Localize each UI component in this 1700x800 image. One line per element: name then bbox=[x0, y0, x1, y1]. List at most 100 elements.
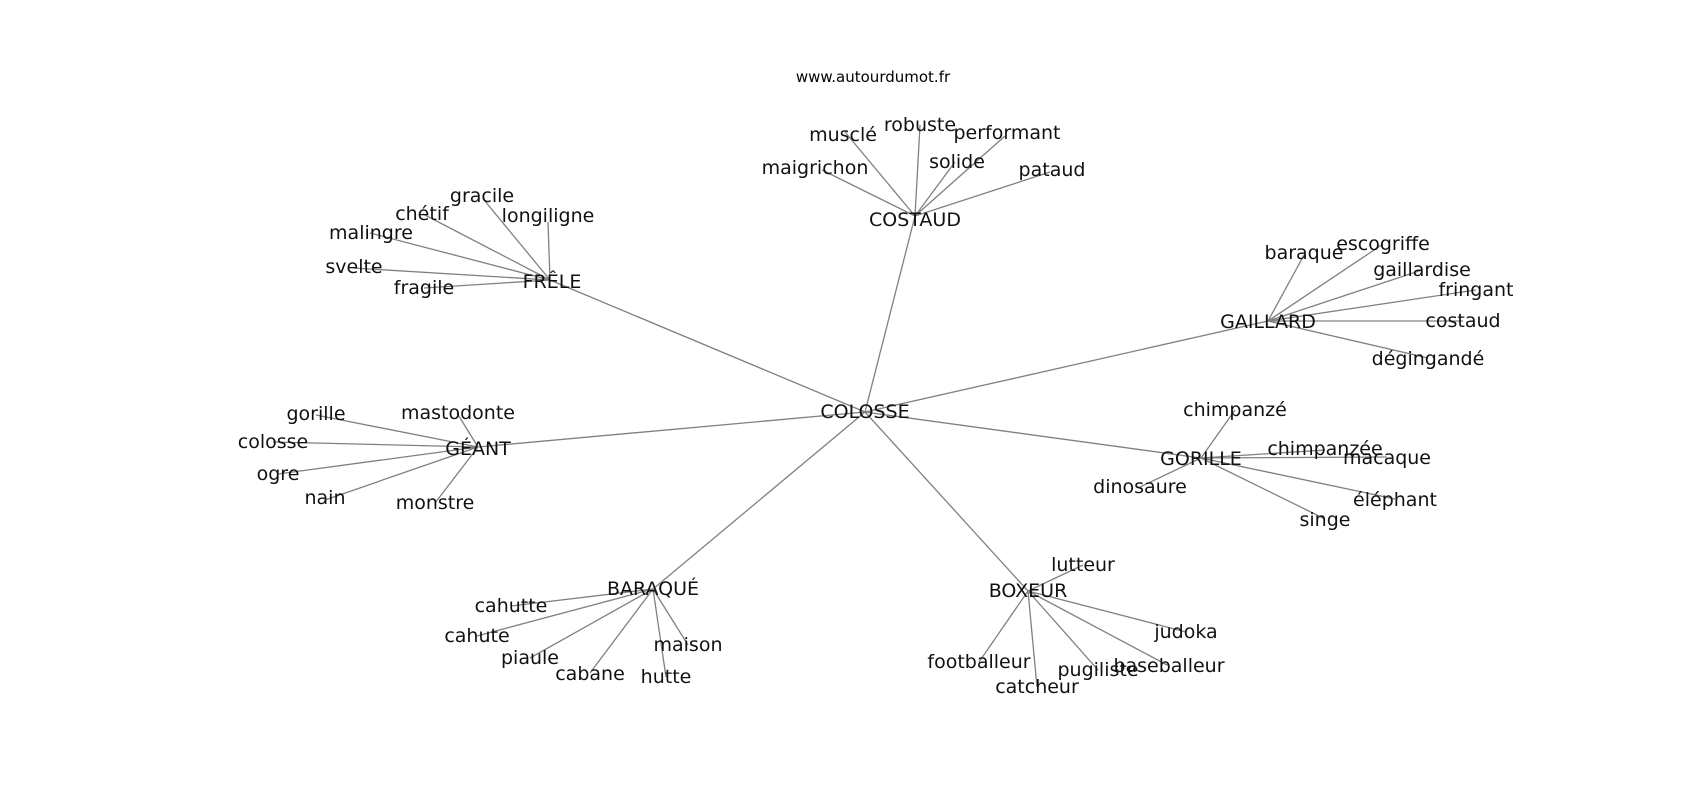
leaf-node-muscle[interactable]: musclé bbox=[809, 124, 877, 146]
edge-frele-longiligne bbox=[547, 221, 551, 281]
edge-gaillard-fringant bbox=[1267, 289, 1477, 322]
leaf-node-robuste[interactable]: robuste bbox=[884, 114, 956, 136]
edge-costaud-muscle bbox=[844, 131, 916, 217]
edge-boxeur-judoka bbox=[1027, 590, 1187, 633]
leaf-node-pataud[interactable]: pataud bbox=[1019, 159, 1086, 181]
leaf-node-lutteur[interactable]: lutteur bbox=[1051, 554, 1115, 576]
leaf-node-singe[interactable]: singe bbox=[1300, 509, 1351, 531]
edge-costaud-robuste bbox=[914, 124, 921, 217]
edge-geant-colosse bbox=[272, 441, 479, 448]
leaf-node-monstre[interactable]: monstre bbox=[396, 492, 475, 514]
leaf-node-costaud[interactable]: costaud bbox=[1425, 310, 1500, 332]
edges-layer bbox=[272, 124, 1477, 688]
root-node-colosse[interactable]: COLOSSE bbox=[820, 401, 909, 423]
edge-gaillard-baraque bbox=[1267, 254, 1305, 322]
leaf-node-fringant[interactable]: fringant bbox=[1438, 279, 1513, 301]
leaf-node-ogre[interactable]: ogre bbox=[257, 463, 300, 485]
leaf-node-chetif[interactable]: chétif bbox=[395, 203, 450, 225]
leaf-node-colosse[interactable]: colosse bbox=[238, 431, 308, 453]
edge-costaud-pataud bbox=[914, 171, 1051, 217]
leaf-node-mastodonte[interactable]: mastodonte bbox=[401, 402, 515, 424]
leaf-node-gaillardise[interactable]: gaillardise bbox=[1373, 259, 1471, 281]
leaf-node-nain[interactable]: nain bbox=[304, 487, 345, 509]
edge-baraque-hutte bbox=[652, 588, 667, 678]
hub-node-gorille[interactable]: GORILLE bbox=[1160, 448, 1242, 470]
leaf-node-catcheur[interactable]: catcheur bbox=[995, 676, 1079, 698]
leaf-node-chimpanzee[interactable]: chimpanzée bbox=[1267, 438, 1382, 460]
edge-gaillard-gaillardise bbox=[1267, 269, 1423, 322]
edge-baraque-piaule bbox=[529, 588, 654, 659]
leaf-node-baseballeur[interactable]: baseballeur bbox=[1113, 655, 1224, 677]
edge-frele-gracile bbox=[483, 199, 551, 281]
edge-baraque-cabane bbox=[589, 588, 654, 674]
edge-geant-ogre bbox=[277, 446, 479, 475]
edge-gorille-macaque bbox=[1200, 456, 1388, 459]
leaf-node-piaule[interactable]: piaule bbox=[501, 647, 559, 669]
leaf-node-baraque[interactable]: baraque bbox=[1265, 242, 1344, 264]
leaf-node-gorille[interactable]: gorille bbox=[286, 403, 345, 425]
edge-colosse-gaillard bbox=[864, 320, 1269, 413]
hub-node-boxeur[interactable]: BOXEUR bbox=[989, 580, 1068, 602]
edge-boxeur-baseballeur bbox=[1027, 590, 1170, 667]
edge-frele-fragile bbox=[423, 279, 551, 289]
edge-colosse-frele bbox=[549, 279, 866, 413]
edge-geant-nain bbox=[324, 446, 479, 501]
leaf-node-dinosaure[interactable]: dinosaure bbox=[1093, 476, 1187, 498]
leaf-node-performant[interactable]: performant bbox=[954, 122, 1061, 144]
leaf-node-longiligne[interactable]: longiligne bbox=[502, 205, 595, 227]
leaf-node-solide[interactable]: solide bbox=[929, 151, 985, 173]
leaf-node-footballeur[interactable]: footballeur bbox=[927, 651, 1030, 673]
hub-node-baraque[interactable]: BARAQUÉ bbox=[607, 577, 699, 600]
edge-colosse-geant bbox=[477, 411, 866, 448]
edge-geant-monstre bbox=[434, 446, 479, 504]
leaf-node-degingande[interactable]: dégingandé bbox=[1372, 348, 1485, 370]
edge-colosse-baraque bbox=[652, 411, 866, 590]
edge-boxeur-footballeur bbox=[978, 590, 1029, 663]
leaf-node-cabane[interactable]: cabane bbox=[555, 663, 625, 685]
edge-gorille-elephant bbox=[1200, 457, 1396, 500]
leaf-node-judoka[interactable]: judoka bbox=[1153, 621, 1217, 643]
leaf-node-hutte[interactable]: hutte bbox=[641, 666, 692, 688]
leaf-node-fragile[interactable]: fragile bbox=[394, 277, 454, 299]
leaf-node-gracile[interactable]: gracile bbox=[450, 185, 514, 207]
edge-boxeur-catcheur bbox=[1027, 590, 1038, 688]
source-url: www.autourdumot.fr bbox=[796, 68, 951, 86]
leaf-node-maison[interactable]: maison bbox=[654, 634, 723, 656]
edge-gorille-singe bbox=[1200, 457, 1326, 520]
edge-colosse-boxeur bbox=[864, 411, 1029, 592]
edge-gorille-chimpanze bbox=[1200, 409, 1236, 459]
leaf-node-macaque[interactable]: macaque bbox=[1343, 447, 1431, 469]
edge-gorille-chimpanzee bbox=[1200, 449, 1326, 459]
hub-node-frele[interactable]: FRÊLE bbox=[523, 270, 582, 293]
edge-gorille-dinosaure bbox=[1139, 457, 1202, 488]
edge-geant-mastodonte bbox=[456, 412, 479, 448]
leaf-node-chimpanze[interactable]: chimpanzé bbox=[1183, 399, 1287, 421]
leaf-node-elephant[interactable]: éléphant bbox=[1353, 489, 1437, 511]
leaf-node-cahute[interactable]: cahute bbox=[444, 625, 509, 647]
edge-frele-malingre bbox=[369, 232, 551, 281]
edge-colosse-gorille bbox=[864, 411, 1202, 459]
leaf-node-cahutte[interactable]: cahutte bbox=[475, 595, 548, 617]
hub-node-gaillard[interactable]: GAILLARD bbox=[1220, 311, 1316, 333]
leaf-node-malingre[interactable]: malingre bbox=[329, 222, 413, 244]
leaf-node-maigrichon[interactable]: maigrichon bbox=[762, 157, 869, 179]
leaf-node-pugiliste[interactable]: pugiliste bbox=[1057, 659, 1138, 681]
edge-colosse-costaud bbox=[864, 215, 916, 413]
leaf-node-svelte[interactable]: svelte bbox=[325, 256, 382, 278]
edge-costaud-maigrichon bbox=[821, 169, 916, 217]
edge-geant-gorille bbox=[315, 414, 479, 448]
edge-baraque-cahute bbox=[476, 588, 654, 637]
edge-boxeur-lutteur bbox=[1027, 564, 1084, 592]
edge-costaud-solide bbox=[914, 161, 956, 217]
leaf-node-escogriffe[interactable]: escogriffe bbox=[1336, 233, 1430, 255]
hub-node-geant[interactable]: GÉANT bbox=[445, 437, 511, 460]
edge-costaud-performant bbox=[914, 135, 1006, 217]
edge-gaillard-escogriffe bbox=[1267, 243, 1384, 322]
edge-frele-chetif bbox=[422, 213, 551, 281]
edge-boxeur-pugiliste bbox=[1027, 590, 1099, 671]
edge-baraque-maison bbox=[652, 588, 689, 646]
hub-node-costaud[interactable]: COSTAUD bbox=[869, 209, 961, 231]
edge-gaillard-degingande bbox=[1267, 320, 1429, 359]
